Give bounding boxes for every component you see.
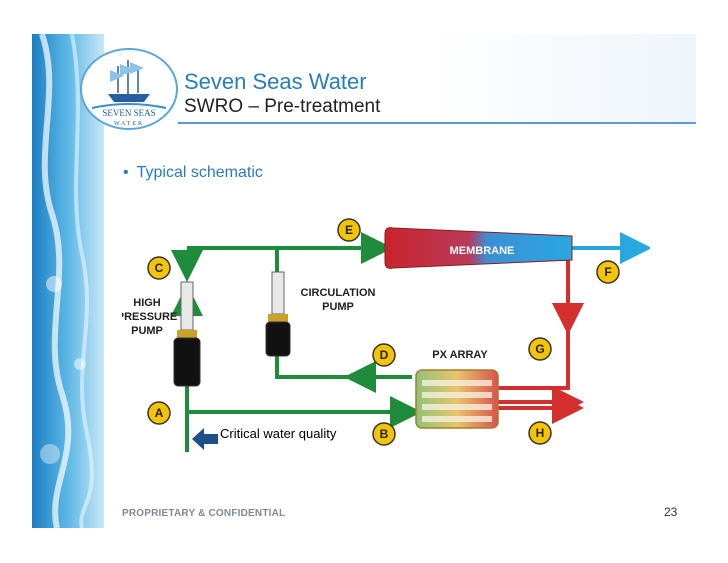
bullet-item: • Typical schematic (123, 164, 263, 182)
marker-a: A (147, 401, 171, 425)
seven-seas-logo: SEVEN SEAS WATER (80, 48, 178, 130)
logo-tagline-text: WATER (114, 121, 144, 127)
svg-text:D: D (380, 348, 389, 362)
svg-text:A: A (155, 406, 164, 420)
svg-text:PUMP: PUMP (322, 301, 354, 313)
svg-text:B: B (380, 427, 389, 441)
marker-d: D (372, 343, 396, 367)
critical-quality-arrow-icon (192, 428, 218, 450)
membrane-vessel: MEMBRANE (384, 227, 573, 269)
high-pressure-pump: HIGH PRESSURE PUMP (122, 281, 201, 387)
svg-text:PUMP: PUMP (131, 325, 163, 337)
svg-text:C: C (155, 261, 164, 275)
marker-f: F (596, 260, 620, 284)
bullet-dot-icon: • (123, 164, 129, 181)
svg-text:G: G (535, 342, 544, 356)
water-splash-decoration (32, 34, 104, 528)
header-band (104, 34, 696, 122)
header-divider (178, 122, 696, 124)
red-brine-lines (498, 260, 584, 424)
flow-point-markers: A B C D E F G H (147, 218, 620, 446)
svg-text:E: E (345, 223, 353, 237)
slide-title: SWRO – Pre-treatment (184, 96, 381, 117)
px-array-unit: PX ARRAY (415, 349, 499, 429)
bullet-text: Typical schematic (136, 164, 263, 181)
circulation-pump: CIRCULATION PUMP (265, 271, 376, 357)
svg-text:H: H (536, 426, 545, 440)
footer-confidential: PROPRIETARY & CONFIDENTIAL (122, 508, 286, 519)
svg-text:PRESSURE: PRESSURE (122, 311, 177, 323)
svg-text:HIGH: HIGH (133, 297, 161, 309)
logo-brand-text: SEVEN SEAS (102, 108, 155, 118)
svg-text:CIRCULATION: CIRCULATION (301, 287, 376, 299)
marker-g: G (528, 337, 552, 361)
g-brine-line (498, 260, 570, 390)
marker-e: E (337, 218, 361, 242)
marker-b: B (372, 422, 396, 446)
swro-schematic: MEMBRANE HIGH PRESSURE PUMP CIRCULATION … (122, 218, 650, 452)
svg-text:PX ARRAY: PX ARRAY (432, 349, 488, 361)
marker-c: C (147, 256, 171, 280)
page-number: 23 (664, 505, 678, 519)
svg-text:F: F (604, 265, 611, 279)
membrane-label: MEMBRANE (450, 245, 515, 257)
marker-h: H (528, 421, 552, 445)
critical-water-quality-callout: Critical water quality (218, 426, 339, 441)
company-title: Seven Seas Water (184, 69, 367, 94)
